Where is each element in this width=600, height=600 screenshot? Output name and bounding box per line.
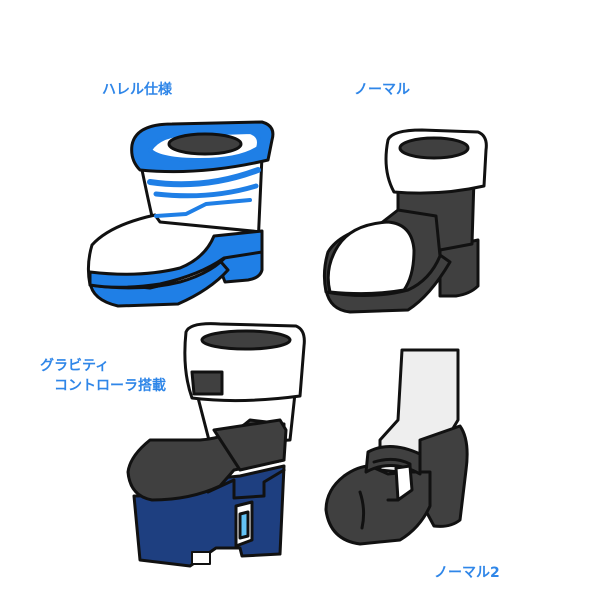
label-gravity-controller: グラビティ コントローラ搭載 <box>40 356 166 396</box>
label-normal-2: ノーマル2 <box>434 565 500 581</box>
label-harel-spec: ハレル仕様 <box>102 82 172 98</box>
label-gravity-line1: グラビティ <box>40 358 110 374</box>
boot-normal-2 <box>324 348 469 546</box>
boot-normal <box>322 128 488 314</box>
label-gravity-line2: コントローラ搭載 <box>54 378 166 394</box>
boot-harel <box>86 120 275 308</box>
label-normal: ノーマル <box>354 82 410 98</box>
boot-gravity-controller <box>126 322 306 568</box>
